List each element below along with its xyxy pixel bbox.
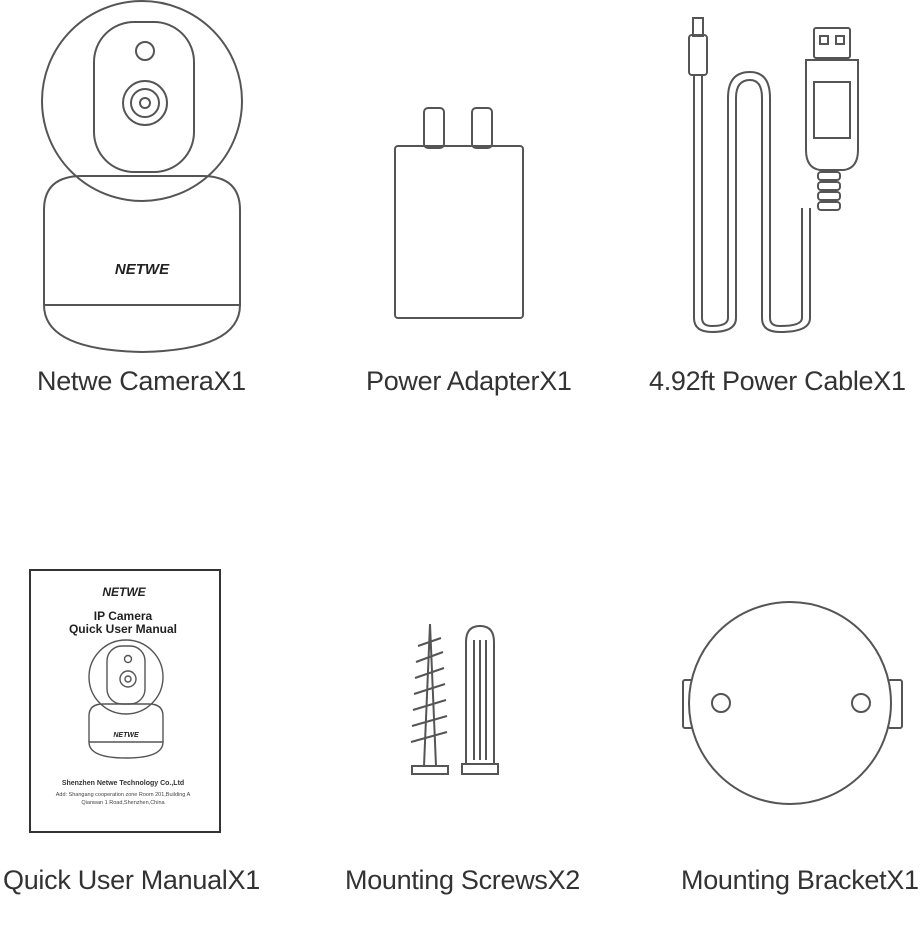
manual-camera-logo: NETWE [113, 732, 139, 739]
caption-bracket: Mounting BracketX1 [681, 865, 919, 895]
caption-power-adapter: Power AdapterX1 [366, 366, 572, 396]
manual-brand-logo: NETWE [102, 585, 146, 599]
manual-address-line1: Add: Shangang cooperation zone Room 201,… [56, 792, 191, 798]
manual-title-line1: IP Camera [94, 609, 153, 623]
manual-address-line2: Qianwan 1 Road,Shenzhen,China [81, 800, 165, 806]
caption-manual: Quick User ManualX1 [3, 865, 260, 895]
caption-screws: Mounting ScrewsX2 [345, 865, 581, 895]
caption-camera: Netwe CameraX1 [37, 366, 246, 396]
caption-power-cable: 4.92ft Power CableX1 [649, 366, 906, 396]
manual-title-line2: Quick User Manual [69, 622, 177, 636]
camera-brand-logo: NETWE [115, 261, 170, 278]
manual-company: Shenzhen Netwe Technology Co.,Ltd [62, 780, 184, 787]
